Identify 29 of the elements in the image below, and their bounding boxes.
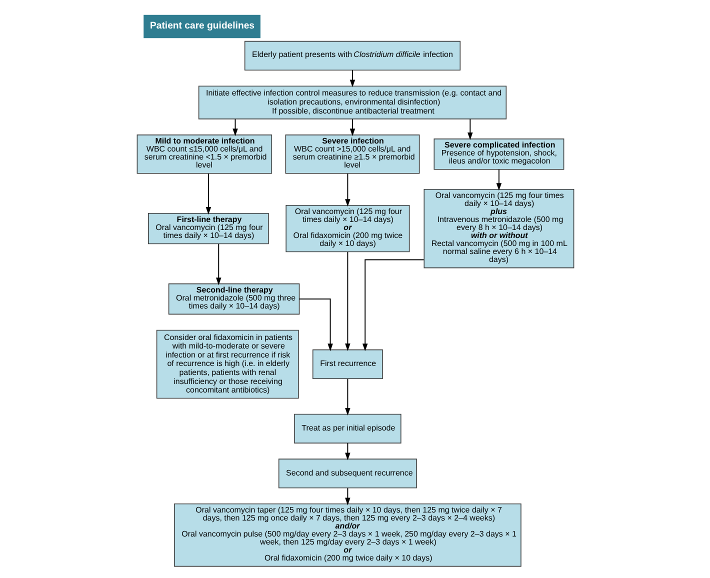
node-box: Oral vancomycin (125 mg four times daily × 10–14 days) plus Intravenous metronidazole (500 mg every 8 h × 10–14 days) with or without Rectal vancomycin (500 mg in 100 mL normal saline every 6 h × 10–14 days) [423,188,574,268]
arrow [344,251,350,352]
arrow [298,298,332,352]
node-box: First-line therapy Oral vancomycin (125 mg four times daily × 10–14 days) [148,212,268,244]
node-box: Oral vancomycin (125 mg four times daily × 10–14 days) or Oral fidaxomicin (200 mg twice daily × 10 days) [285,204,410,252]
arrow [216,243,221,286]
arrow [344,442,350,460]
arrow [349,118,355,136]
arrow [205,173,211,215]
node-box: Treat as per initial episode [294,414,401,444]
arrow [232,118,238,136]
node-box: Initiate effective infection control measures to reduce transmission (e.g. contact and isolation precautions, environmental disinfection) If possible, discontinue antibacterial treatment [198,86,506,120]
arrow [344,378,350,416]
diagram-title: Patient care guidelines [150,20,254,32]
node-box: First recurrence [312,349,382,380]
arrow [344,173,350,207]
node-box: Mild to moderate infection WBC count ≤15,000 cells/μL and serum creatinine <1.5 × premorbid level [136,134,272,174]
arrow [349,70,355,88]
node-box: Elderly patient presents with Clostridium difficile infection [244,40,460,70]
arrow [467,118,472,140]
node-box: Severe infection WBC count >15,000 cells/μL and serum creatinine ≥1.5 × premorbid level [284,134,420,174]
node-box: Consider oral fidaxomicin in patients with mild-to-moderate or severe infection or at first recurrence if risk of recurrence is high (i.e. in elderly patients, patients with renal insufficiency or those receiving concomitant antibiotics) [156,330,298,399]
node-box: Oral vancomycin taper (125 mg four times daily × 10 days, then 125 mg twice daily × 7 days, then 125 mg once daily × 7 days, then 125 mg every 2–3 days × 2–4 weeks) and/or Oral vancomycin pulse (500 mg/day every 2–3 days × 1 week, 250 mg/day every 2–3 days × 1 week, then 125 mg/day every 2–3 days × 1 week) or Oral fidaxomicin (200 mg twice daily × 10 days) [174,504,521,567]
arrow [362,259,424,352]
node-box: Severe complicated infection Presence of hypotension, shock, ileus and/or toxic megacolon [433,138,564,170]
arrow [344,488,350,506]
node-box: Second-line therapy Oral metronidazole (500 mg three times daily × 10–14 days) [168,283,300,315]
arrow [496,169,502,191]
node-box: Second and subsequent recurrence [278,458,416,488]
